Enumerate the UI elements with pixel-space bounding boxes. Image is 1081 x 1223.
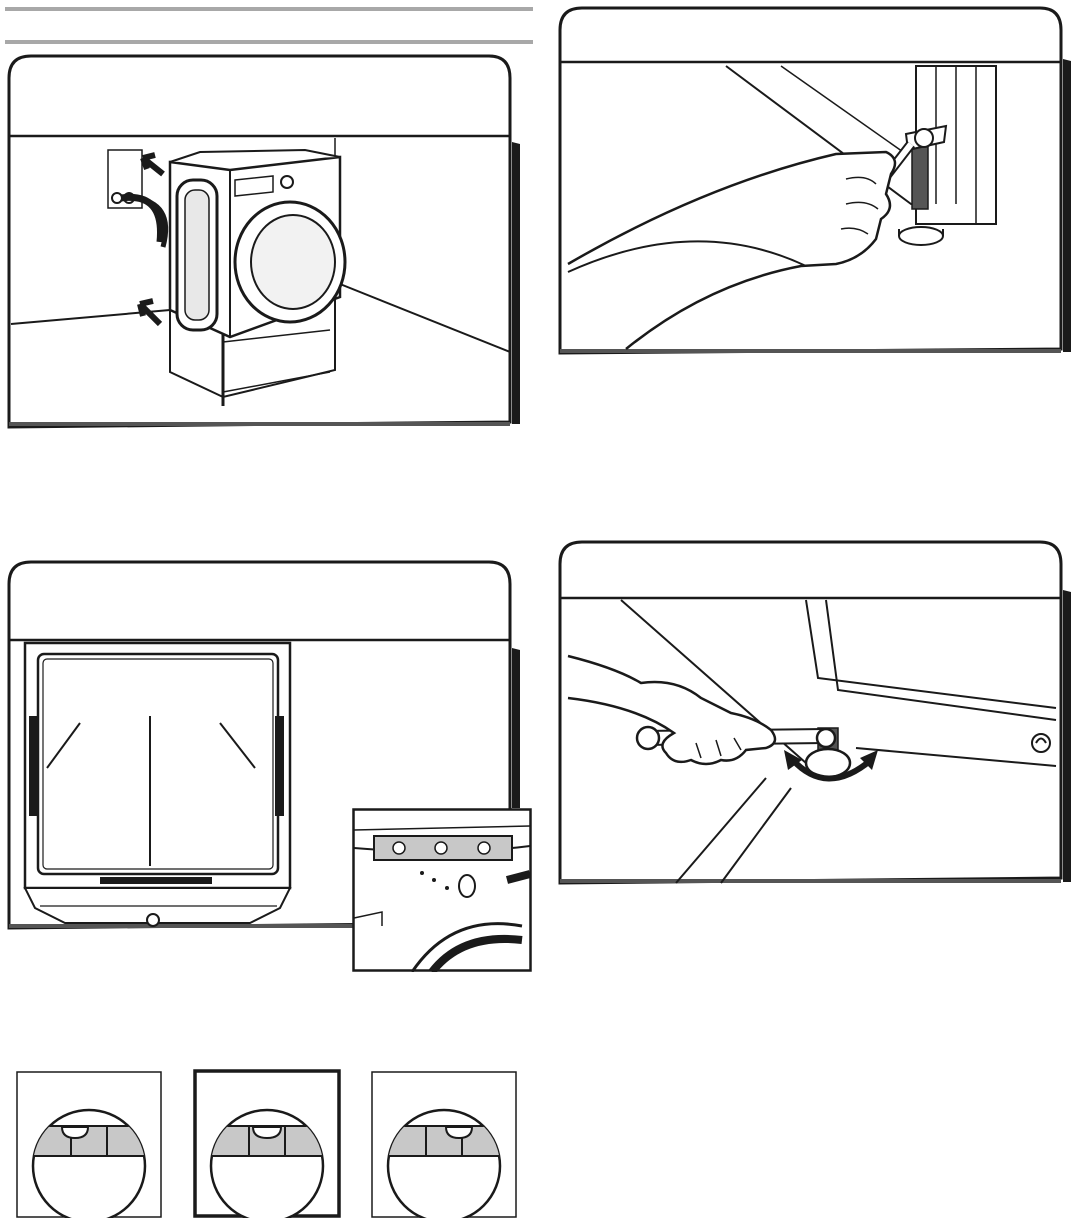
inset-level-on-washer xyxy=(352,808,532,972)
header-rule-top xyxy=(5,7,533,11)
figure-adjust-leg-wrench xyxy=(556,4,1076,360)
level-bubble-center xyxy=(193,1069,341,1218)
header-rule-bottom xyxy=(5,40,533,44)
level-bubble-left xyxy=(16,1071,162,1218)
figure-turn-leveling-foot xyxy=(556,538,1076,888)
spirit-level xyxy=(374,836,512,860)
level-bubble-right xyxy=(371,1071,517,1218)
figure-connect-hoses xyxy=(5,52,520,430)
